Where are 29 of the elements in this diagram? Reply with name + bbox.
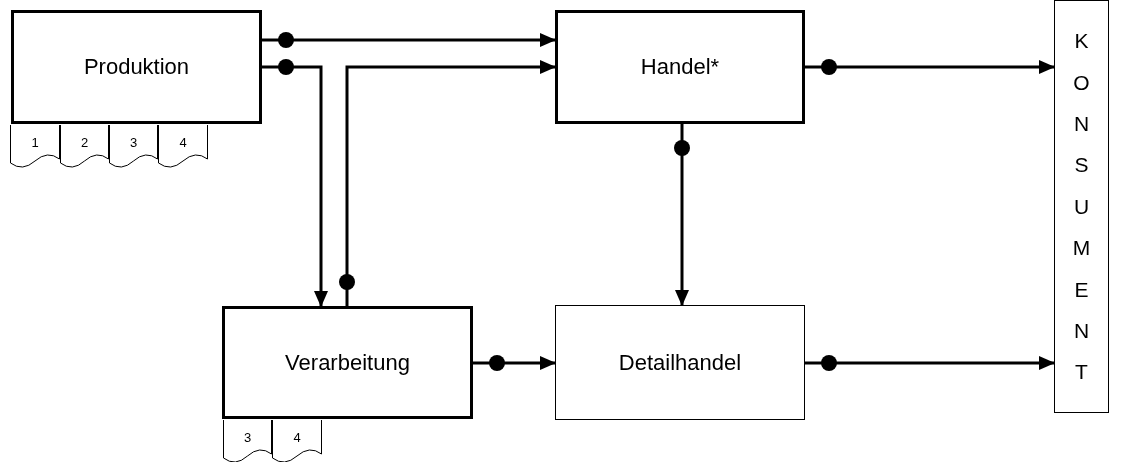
document-shape: [223, 420, 272, 462]
document-shape: [60, 125, 109, 169]
document-number: 1: [31, 134, 39, 150]
document-number: 4: [179, 134, 187, 150]
consumer-box: [1054, 0, 1109, 413]
node-label: Verarbeitung: [285, 349, 410, 376]
arrow: [674, 124, 690, 306]
document-number: 3: [243, 429, 252, 445]
arrow: [262, 32, 556, 48]
document-shape: [10, 125, 60, 169]
document-shape: [109, 125, 158, 169]
process-box: [11, 10, 262, 124]
document-shape: [272, 420, 322, 462]
process-box: [555, 305, 805, 420]
document-number: 2: [80, 134, 89, 150]
process-box: [555, 10, 805, 124]
node-label: KONSUMENT: [1071, 28, 1092, 386]
document-number: 4: [293, 429, 301, 445]
arrow: [339, 60, 556, 306]
arrow: [262, 59, 328, 307]
process-box: [222, 306, 473, 419]
document-shape: [158, 125, 208, 169]
arrow: [473, 355, 556, 371]
arrow: [805, 355, 1055, 371]
document-number: 3: [129, 134, 138, 150]
node-label: Produktion: [83, 54, 190, 80]
arrow: [805, 59, 1055, 75]
node-label: Handel*: [640, 54, 720, 80]
node-label: Detailhandel: [618, 349, 742, 376]
